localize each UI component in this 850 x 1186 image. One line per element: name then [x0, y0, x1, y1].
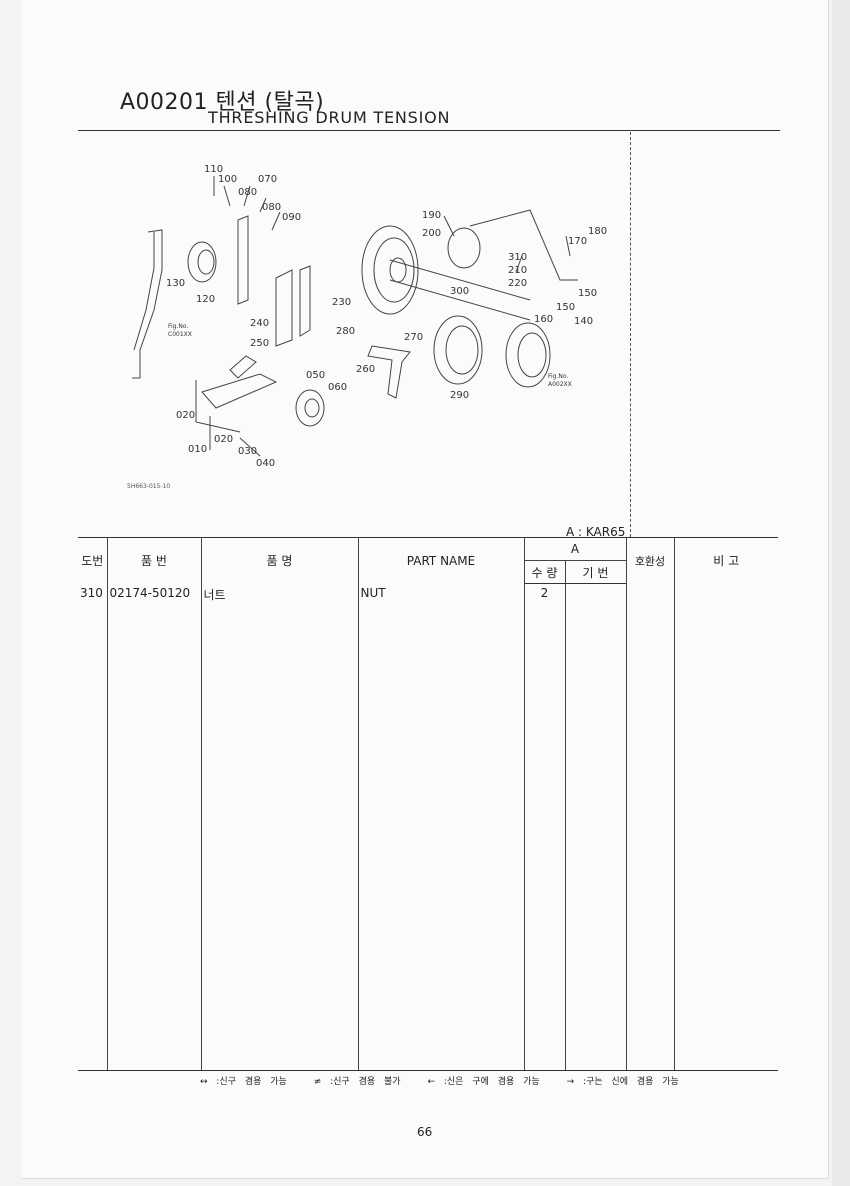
svg-text:220: 220 — [508, 278, 527, 289]
legend-item: ↔ :신구 겸용 가능 — [200, 1077, 287, 1087]
svg-text:Fig.No.: Fig.No. — [168, 323, 188, 330]
col-ref-no: 도번 — [78, 537, 108, 584]
cell-part-no: 02174-50120 — [106, 583, 202, 1071]
cell-qty: 2 — [523, 583, 566, 1071]
page-edge — [832, 0, 850, 1186]
svg-text:310: 310 — [508, 252, 527, 263]
svg-text:170: 170 — [568, 236, 587, 247]
svg-text:020: 020 — [176, 410, 195, 421]
table-row: 310 02174-50120 너트 NUT 2 — [78, 583, 778, 1071]
frame-outline — [132, 229, 163, 379]
svg-text:090: 090 — [282, 212, 301, 223]
drawing-code: 5H663-015-10 — [127, 483, 171, 490]
cell-part-name: NUT — [357, 583, 525, 1071]
col-part-no: 품 번 — [106, 537, 202, 584]
section-code: A00201 — [120, 90, 209, 115]
col-interchange: 호환성 — [625, 537, 675, 584]
svg-text:150: 150 — [556, 302, 575, 313]
svg-text:010: 010 — [188, 444, 207, 455]
col-group-a: A — [523, 537, 627, 561]
col-part-name-kr: 품 명 — [200, 537, 359, 584]
table-header-row: 도번 품 번 품 명 PART NAME A 호환성 비 고 — [78, 537, 778, 584]
variant-label: A : KAR65 — [566, 525, 626, 539]
svg-text:290: 290 — [450, 390, 469, 401]
svg-text:280: 280 — [336, 326, 355, 337]
parts-table: 도번 품 번 품 명 PART NAME A 호환성 비 고 수 량 기 번 3… — [78, 537, 778, 1071]
page-title: A00201 텐션 (탈곡) — [120, 84, 324, 116]
svg-text:020: 020 — [214, 434, 233, 445]
svg-text:080: 080 — [262, 202, 281, 213]
svg-text:150: 150 — [578, 288, 597, 299]
svg-text:230: 230 — [332, 297, 351, 308]
legend-item: ← :신은 구에 겸용 가능 — [427, 1077, 540, 1087]
page-subtitle: THRESHING DRUM TENSION — [208, 108, 451, 127]
svg-text:210: 210 — [508, 265, 527, 276]
svg-text:080: 080 — [238, 187, 257, 198]
svg-text:120: 120 — [196, 294, 215, 305]
svg-text:270: 270 — [404, 332, 423, 343]
svg-text:030: 030 — [238, 446, 257, 457]
col-part-name: PART NAME — [357, 537, 525, 584]
svg-text:050: 050 — [306, 370, 325, 381]
table-subheader-row: 수 량 기 번 — [78, 560, 778, 584]
svg-text:200: 200 — [422, 228, 441, 239]
svg-text:250: 250 — [250, 338, 269, 349]
svg-text:260: 260 — [356, 364, 375, 375]
svg-text:190: 190 — [422, 210, 441, 221]
col-base: 기 번 — [564, 560, 627, 584]
cell-base — [564, 583, 627, 1071]
svg-text:040: 040 — [256, 458, 275, 469]
page-number: 66 — [417, 1125, 433, 1139]
svg-text:180: 180 — [588, 226, 607, 237]
svg-text:130: 130 — [166, 278, 185, 289]
legend-item: → :구는 신에 겸용 가능 — [566, 1077, 679, 1087]
col-remarks: 비 고 — [673, 537, 778, 584]
svg-text:060: 060 — [328, 382, 347, 393]
cell-part-name-kr: 너트 — [200, 583, 359, 1071]
svg-text:C001XX: C001XX — [168, 331, 192, 338]
dotted-divider — [630, 132, 631, 537]
svg-text:110: 110 — [204, 164, 223, 175]
legend-item: ≠ :신구 겸용 불가 — [313, 1077, 401, 1087]
svg-text:A002XX: A002XX — [548, 381, 572, 388]
svg-text:Fig.No.: Fig.No. — [548, 373, 568, 380]
svg-text:300: 300 — [450, 286, 469, 297]
svg-text:240: 240 — [250, 318, 269, 329]
svg-text:140: 140 — [574, 316, 593, 327]
cell-remarks — [673, 583, 778, 1071]
svg-text:160: 160 — [534, 314, 553, 325]
cell-interchange — [625, 583, 675, 1071]
cell-ref-no: 310 — [78, 583, 108, 1071]
interchange-legend: ↔ :신구 겸용 가능 ≠ :신구 겸용 불가 ← :신은 구에 겸용 가능 →… — [200, 1074, 697, 1087]
col-qty: 수 량 — [523, 560, 566, 584]
svg-text:100: 100 — [218, 174, 237, 185]
svg-text:070: 070 — [258, 174, 277, 185]
header-rule — [78, 130, 780, 131]
title-korean: 텐션 (탈곡) — [215, 90, 325, 115]
